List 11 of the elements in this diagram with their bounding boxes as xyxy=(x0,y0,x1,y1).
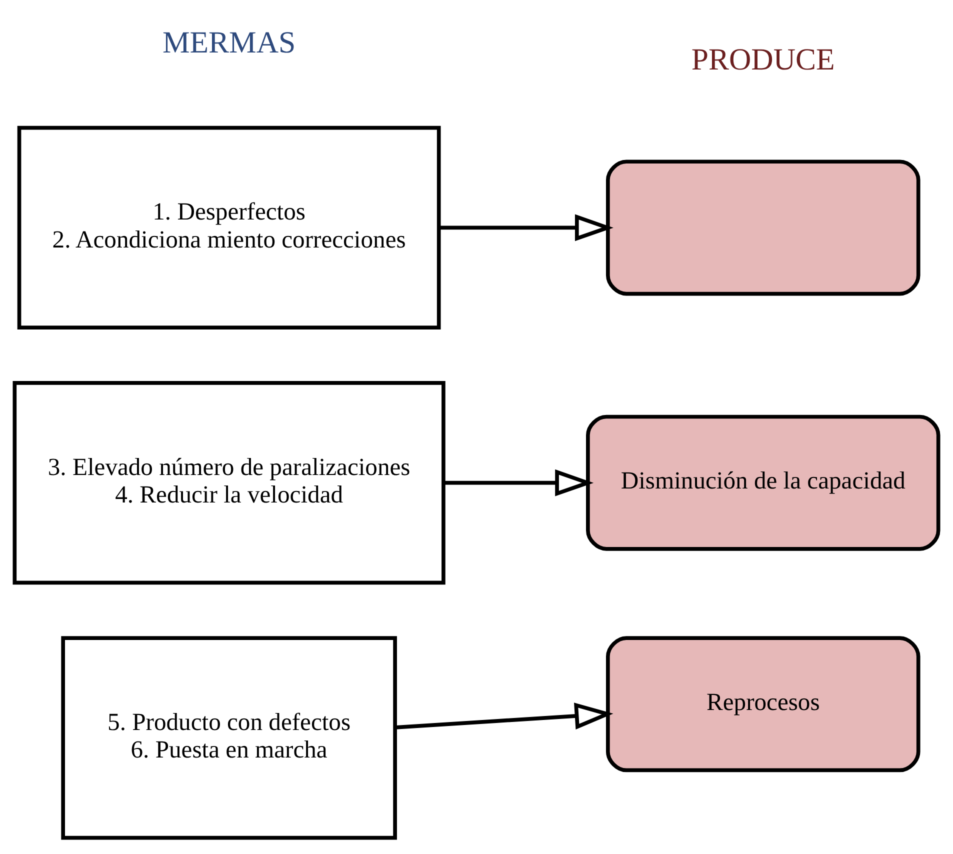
label: MERMAS xyxy=(162,24,296,59)
node-box: 1. Desperfectos 2. Acondiciona miento correcciones xyxy=(17,125,441,330)
arrow xyxy=(438,214,614,241)
node-box xyxy=(606,159,920,296)
arrow xyxy=(396,702,614,729)
label: PRODUCE xyxy=(691,42,835,76)
node-box: 5. Producto con defectos 6. Puesta en marcha xyxy=(61,636,397,840)
arrow xyxy=(444,468,594,496)
node-box: Disminución de la capacidad xyxy=(586,414,940,550)
node-box: Reprocesos xyxy=(606,636,920,772)
node-box: 3. Elevado número de paralizaciones 4. Reducir la velocidad xyxy=(12,380,446,584)
